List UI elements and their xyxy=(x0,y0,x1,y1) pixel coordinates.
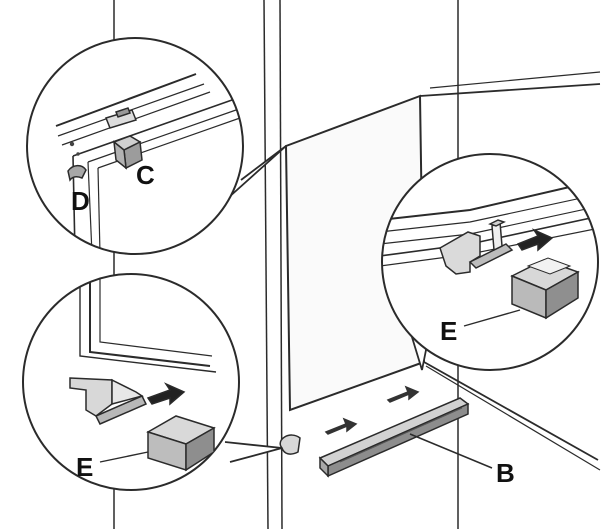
part-d-shape xyxy=(67,164,87,182)
left-e-leader xyxy=(99,451,149,463)
callout-bottom-left: E xyxy=(22,273,283,491)
callout-top-left-pointer xyxy=(227,145,287,199)
b-leader xyxy=(409,433,493,469)
strip-b xyxy=(318,397,470,478)
callout-right: E xyxy=(381,153,599,371)
callout-top-left: C D xyxy=(26,37,287,255)
right-arrow-shape xyxy=(516,228,554,252)
label-e-right: E xyxy=(440,316,457,346)
cabinet-line-center-a xyxy=(263,0,269,529)
label-b: B xyxy=(496,458,515,488)
bottom-hinge xyxy=(279,434,301,455)
main-scene xyxy=(113,0,601,529)
label-c: C xyxy=(136,160,155,190)
appliance-body xyxy=(425,71,601,471)
callout-bottom-left-pointer xyxy=(224,441,283,463)
left-arrow-shape xyxy=(146,382,186,406)
right-e-leader xyxy=(463,309,521,327)
label-b-group: B xyxy=(409,433,515,488)
door-frame-outer-2 xyxy=(423,361,599,461)
cabinet-line-center-b xyxy=(279,0,283,529)
label-d: D xyxy=(71,186,90,216)
label-e-left: E xyxy=(76,452,93,482)
strip-arrows xyxy=(324,385,420,435)
door-frame-outer xyxy=(419,83,601,97)
